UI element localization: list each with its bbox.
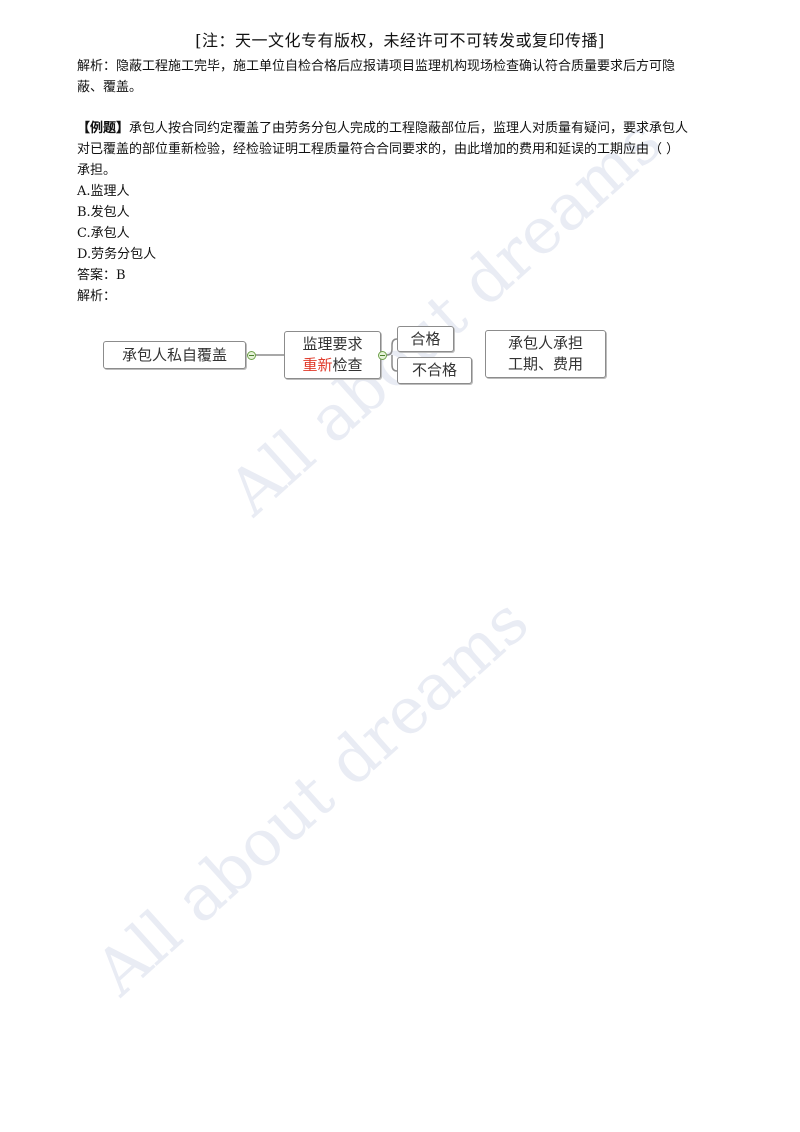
collapse-icon[interactable] — [247, 351, 256, 360]
analysis-label: 解析： — [77, 289, 117, 304]
diagram-node-supervisor-reinspect: 监理要求 重新检查 — [284, 331, 381, 379]
previous-analysis: 解析：隐蔽工程施工完毕，施工单位自检合格后应报请项目监理机构现场检查确认符合质量… — [77, 56, 753, 98]
answer: 答案：B — [77, 268, 126, 283]
watermark: All about dreams — [82, 584, 543, 1010]
node-line: 承包人承担 — [507, 334, 583, 352]
analysis-line: 蔽、覆盖。 — [77, 80, 143, 95]
question-stem-line: 【例题】承包人按合同约定覆盖了由劳务分包人完成的工程隐蔽部位后，监理人对质量有疑… — [77, 121, 689, 136]
diagram-node-contractor-bears: 承包人承担 工期、费用 — [485, 330, 606, 378]
node-line: 监理要求 — [302, 335, 363, 353]
option-a: A.监理人 — [77, 184, 130, 199]
copyright-header: [注：天一文化专有版权，未经许可不可转发或复印传播] — [195, 31, 605, 50]
diagram-node-qualified: 合格 — [397, 326, 454, 352]
example-tag: 【例题】 — [77, 121, 130, 136]
analysis-line: 解析：隐蔽工程施工完毕，施工单位自检合格后应报请项目监理机构现场检查确认符合质量… — [77, 59, 676, 74]
example-question: 【例题】承包人按合同约定覆盖了由劳务分包人完成的工程隐蔽部位后，监理人对质量有疑… — [77, 118, 753, 307]
question-stem-line: 对已覆盖的部位重新检验，经检验证明工程质量符合合同要求的，由此增加的费用和延误的… — [77, 142, 680, 157]
question-stem-line: 承担。 — [77, 163, 117, 178]
diagram-node-unqualified: 不合格 — [397, 357, 472, 384]
option-b: B.发包人 — [77, 205, 130, 220]
diagram-node-unauthorized-cover: 承包人私自覆盖 — [103, 341, 246, 369]
option-c: C.承包人 — [77, 226, 130, 241]
highlight-text: 重新 — [302, 356, 333, 374]
connector-branches — [386, 338, 398, 372]
collapse-icon[interactable] — [378, 351, 387, 360]
option-d: D.劳务分包人 — [77, 247, 157, 262]
node-line: 工期、费用 — [507, 355, 583, 373]
node-line: 重新检查 — [302, 356, 363, 374]
